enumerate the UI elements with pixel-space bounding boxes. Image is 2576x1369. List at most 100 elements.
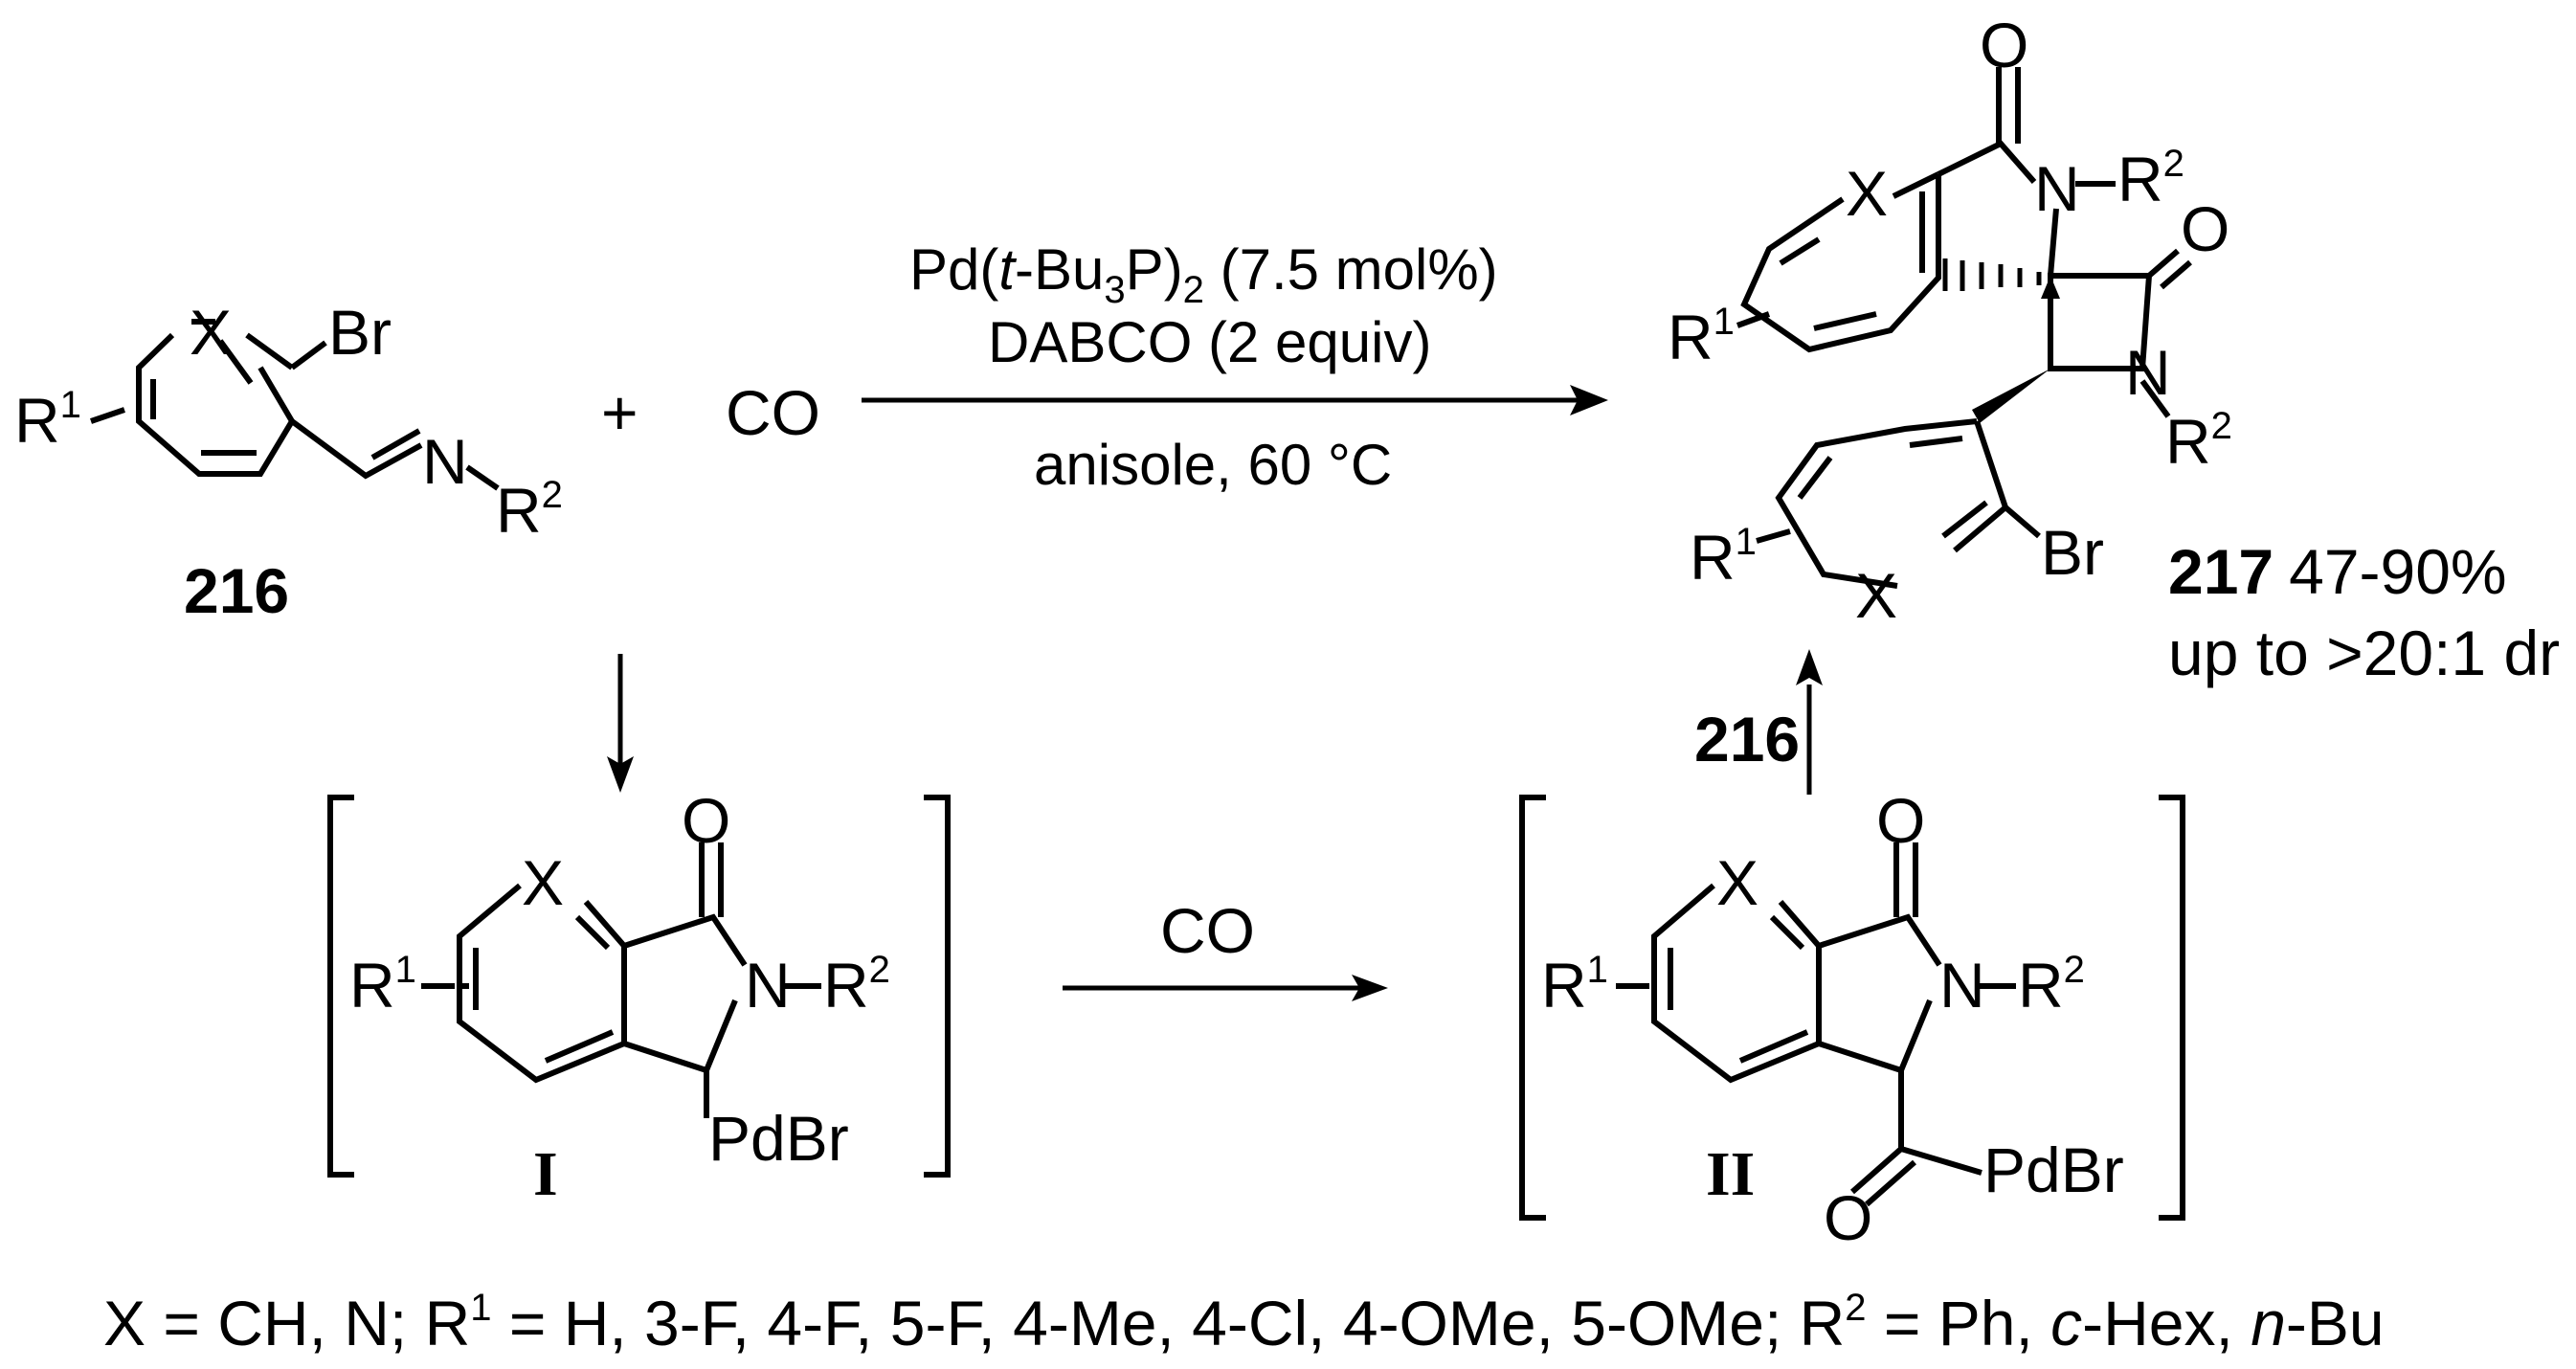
int2-bracket-right [2159, 795, 2185, 1221]
fn-part5: -Bu [2286, 1288, 2385, 1358]
int1-r2-letter: R [823, 950, 869, 1021]
prod-r1-top: R1 [1668, 301, 1735, 372]
intermediate-II: O X N R2 R1 PdBr O II [1519, 785, 2185, 1253]
sm-r1-sup: 1 [60, 384, 81, 426]
catalyst-sub2: 2 [1183, 269, 1204, 311]
prod-x-bottom: X [1855, 560, 1897, 631]
fn-sup1: 1 [470, 1287, 491, 1329]
sm-br-bond [290, 340, 327, 370]
prod-r2-lactam: R2 [2165, 405, 2232, 477]
fn-italic-c: c [2050, 1288, 2082, 1358]
int2-ring-inner [1668, 914, 1809, 1064]
fn-sup2: 2 [1845, 1287, 1866, 1329]
int2-n: N [1939, 950, 1985, 1021]
down-arrow [607, 654, 634, 793]
up-arrow-head [1796, 649, 1823, 685]
co-step-label: CO [1160, 895, 1255, 966]
int1-r1: R1 [349, 949, 416, 1021]
prod-r2-top-sup: 2 [2163, 143, 2184, 185]
int1-x: X [522, 847, 564, 918]
prod-r1-top-sup: 1 [1714, 301, 1735, 343]
int1-bracket-right [924, 795, 951, 1178]
int2-r2-letter: R [2018, 950, 2064, 1021]
product-yield: 47-90% [2289, 536, 2507, 607]
conditions-text: anisole, 60 °C [1034, 433, 1392, 497]
prod-bottom-ring-inner [1797, 436, 1988, 539]
up-arrow-reactant: 216 [1694, 704, 1800, 774]
catalyst-post: (7.5 mol%) [1204, 237, 1498, 302]
substituent-footnote: X = CH, N; R1 = H, 3-F, 4-F, 5-F, 4-Me, … [103, 1287, 2385, 1358]
prod-n-spiro [2048, 208, 2059, 277]
int1-lactam [623, 842, 748, 1074]
int2-r1-letter: R [1541, 950, 1587, 1021]
int2-pdbr: PdBr [1983, 1134, 2124, 1205]
product-label: 217 [2168, 536, 2274, 607]
plus-sign: + [601, 377, 638, 448]
sm-ring-inner-bonds [150, 339, 257, 456]
fn-part1: X = CH, N; R [103, 1288, 470, 1358]
int2-r1: R1 [1541, 949, 1608, 1021]
catalyst-sub3: 3 [1104, 269, 1125, 311]
int1-r1-letter: R [349, 950, 395, 1021]
prod-hash-bond [1942, 258, 2042, 291]
fn-italic-n: n [2251, 1288, 2286, 1358]
int2-o-top: O [1876, 785, 1925, 856]
main-arrow-head [1570, 385, 1608, 415]
int2-r2: R2 [2018, 949, 2085, 1021]
prod-bottom-br-bond [2004, 505, 2041, 539]
starting-material-216: X Br N R2 R1 216 [14, 297, 563, 626]
prod-o-top: O [1980, 10, 2028, 80]
int2-label: II [1706, 1139, 1755, 1209]
int2-r2-sup: 2 [2064, 949, 2085, 991]
catalyst-pre: Pd( [909, 237, 998, 302]
int2-o-acyl: O [1824, 1182, 1872, 1253]
prod-r1-top-letter: R [1668, 302, 1714, 372]
intermediate-I: O X N R2 R1 PdBr I [327, 785, 951, 1209]
sm-r1-group: R1 [14, 384, 81, 456]
sm-imine-bonds [290, 418, 423, 480]
int2-lactam [1818, 842, 1942, 1074]
fn-part4: -Hex, [2082, 1288, 2251, 1358]
catalyst-t: t [998, 237, 1017, 302]
product-dr: up to >20:1 dr [2168, 617, 2560, 688]
sm-compound-label: 216 [184, 555, 289, 626]
down-arrow-head [607, 756, 634, 793]
co-arrow [1063, 975, 1388, 1001]
prod-c4-wedge [1972, 369, 2050, 423]
sm-r2-group: R2 [496, 474, 563, 546]
catalyst-text: Pd(t-Bu3P)2 (7.5 mol%) [909, 237, 1498, 311]
int1-o: O [682, 785, 730, 856]
prod-n-top: N [2034, 153, 2080, 224]
main-reaction-arrow [862, 385, 1608, 415]
prod-n-lactam: N [2125, 337, 2171, 408]
prod-bottom-r1-bond [1756, 528, 1791, 544]
sm-n-atom: N [422, 426, 468, 497]
int1-n: N [745, 950, 791, 1021]
prod-r2-top: R2 [2117, 143, 2184, 214]
int2-x: X [1716, 847, 1758, 918]
sm-ring-top-right [245, 332, 294, 370]
int1-r2: R2 [823, 949, 890, 1021]
sm-r1-bond [90, 407, 125, 424]
co-reactant: CO [726, 377, 820, 448]
sm-x-atom: X [190, 297, 232, 368]
up-arrow [1796, 649, 1823, 795]
prod-betalactam [2048, 248, 2192, 371]
prod-top-r1-bond [1736, 311, 1771, 328]
prod-r2-lactam-sup: 2 [2211, 405, 2232, 447]
fn-part3: = Ph, [1867, 1288, 2051, 1358]
catalyst-p: P) [1126, 237, 1183, 302]
prod-top-ring [1740, 171, 1941, 353]
prod-lactam-co [1937, 67, 2037, 184]
int2-bracket-left [1519, 795, 1546, 1221]
int1-bracket-left [327, 795, 354, 1178]
prod-r2-lactam-letter: R [2165, 406, 2211, 477]
prod-r1-bottom-letter: R [1690, 522, 1736, 593]
base-text: DABCO (2 equiv) [988, 310, 1431, 374]
int1-label: I [533, 1139, 558, 1209]
sm-r2-letter: R [496, 475, 542, 546]
sm-r1-letter: R [14, 385, 60, 456]
fn-part2: = H, 3-F, 4-F, 5-F, 4-Me, 4-Cl, 4-OMe, 5… [492, 1288, 1846, 1358]
